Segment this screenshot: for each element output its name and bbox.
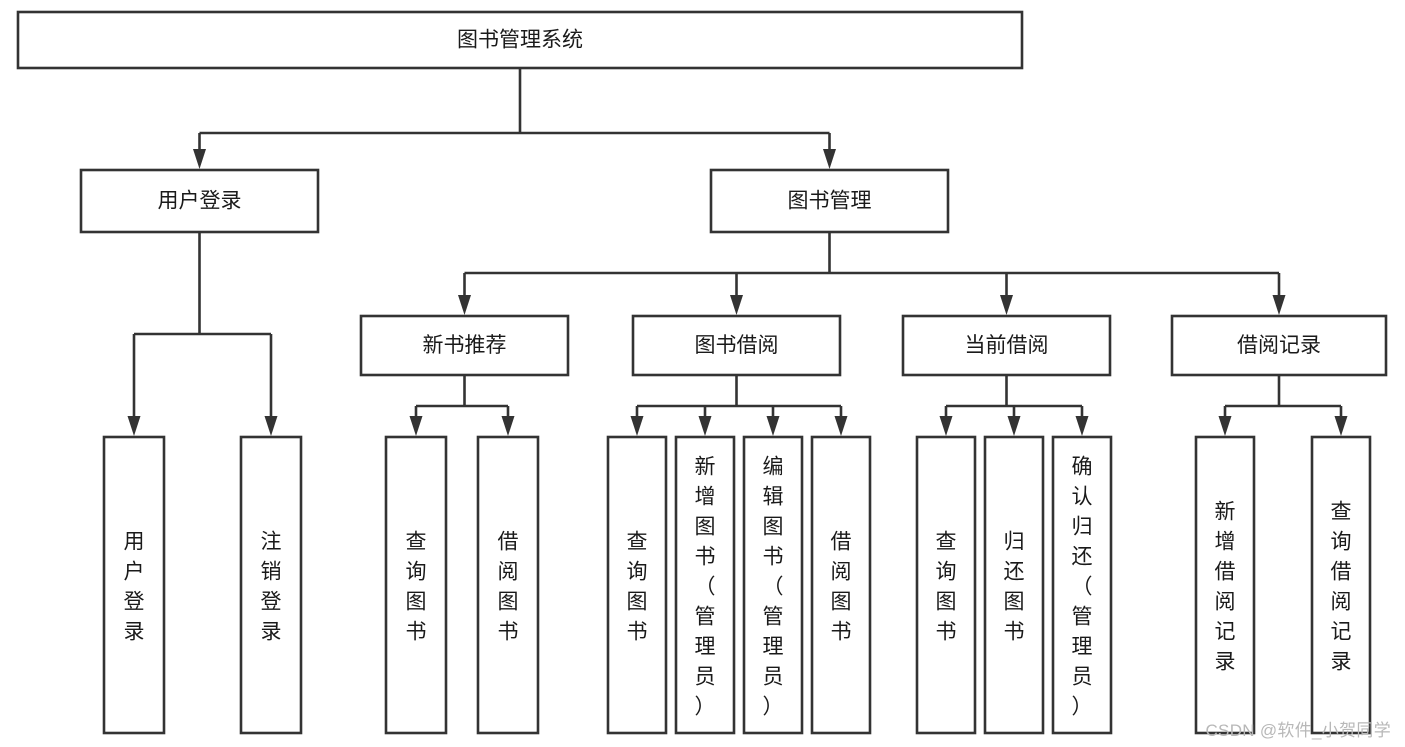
arrow-head-icon <box>630 416 644 436</box>
arrow-head-icon <box>409 416 423 436</box>
node-label-user-login: 用户登录 <box>158 190 242 213</box>
node-leaf-add-book[interactable]: 新增图书（管理员） <box>674 435 736 735</box>
connector-current-borrow <box>939 375 1089 436</box>
connector-book-management <box>458 232 1286 315</box>
arrow-head-icon <box>458 295 471 315</box>
node-box-leaf-query-record <box>1310 435 1372 735</box>
arrow-head-icon <box>264 416 278 436</box>
node-box-leaf-query-book-3 <box>915 435 977 735</box>
node-book-borrow[interactable]: 图书借阅 <box>631 314 842 377</box>
node-label-leaf-add-book: 新增图书（管理员） <box>695 455 716 718</box>
node-label-root: 图书管理系统 <box>457 29 583 52</box>
node-label-leaf-confirm-return: 确认归还（管理员） <box>1072 455 1093 718</box>
node-box-book-borrow <box>631 314 842 377</box>
node-leaf-logout[interactable]: 注销登录 <box>239 435 303 735</box>
node-box-root <box>16 10 1024 70</box>
node-label-book-borrow: 图书借阅 <box>695 334 779 357</box>
node-label-leaf-query-record: 查询借阅记录 <box>1331 500 1352 673</box>
arrow-head-icon <box>698 416 712 436</box>
node-box-book-management <box>709 168 950 234</box>
node-box-leaf-query-book-1 <box>384 435 448 735</box>
connector-user-login <box>127 232 278 436</box>
node-layer: 图书管理系统用户登录图书管理新书推荐图书借阅当前借阅借阅记录用户登录注销登录查询… <box>16 10 1388 735</box>
node-label-leaf-logout: 注销登录 <box>261 530 282 643</box>
arrow-head-icon <box>193 149 206 169</box>
node-box-leaf-return-book <box>983 435 1045 735</box>
node-leaf-query-book-1[interactable]: 查询图书 <box>384 435 448 735</box>
node-leaf-edit-book[interactable]: 编辑图书（管理员） <box>742 435 804 735</box>
arrow-head-icon <box>127 416 141 436</box>
node-label-leaf-query-book-1: 查询图书 <box>406 530 427 643</box>
connector-borrow-records <box>1218 375 1348 436</box>
node-label-leaf-user-login: 用户登录 <box>124 530 145 643</box>
node-label-leaf-query-book-3: 查询图书 <box>936 530 957 643</box>
connector-book-borrow <box>630 375 848 436</box>
arrow-head-icon <box>1000 295 1013 315</box>
node-label-book-management: 图书管理 <box>788 190 872 213</box>
node-leaf-query-book-2[interactable]: 查询图书 <box>606 435 668 735</box>
node-borrow-records[interactable]: 借阅记录 <box>1170 314 1388 377</box>
arrow-head-icon <box>823 149 836 169</box>
arrow-head-icon <box>834 416 848 436</box>
node-leaf-query-book-3[interactable]: 查询图书 <box>915 435 977 735</box>
node-book-management[interactable]: 图书管理 <box>709 168 950 234</box>
node-box-leaf-borrow-book-1 <box>476 435 540 735</box>
connector-root <box>193 68 836 169</box>
node-label-leaf-borrow-book-1: 借阅图书 <box>498 530 519 643</box>
node-leaf-add-record[interactable]: 新增借阅记录 <box>1194 435 1256 735</box>
node-leaf-query-record[interactable]: 查询借阅记录 <box>1310 435 1372 735</box>
arrow-head-icon <box>1218 416 1232 436</box>
node-leaf-user-login[interactable]: 用户登录 <box>102 435 166 735</box>
node-label-leaf-edit-book: 编辑图书（管理员） <box>763 455 784 718</box>
arrow-head-icon <box>1334 416 1348 436</box>
node-label-current-borrow: 当前借阅 <box>965 334 1049 357</box>
connector-layer <box>127 68 1348 436</box>
node-box-leaf-add-record <box>1194 435 1256 735</box>
arrow-head-icon <box>1272 295 1286 315</box>
node-box-user-login <box>79 168 320 234</box>
node-leaf-confirm-return[interactable]: 确认归还（管理员） <box>1051 435 1113 735</box>
arrow-head-icon <box>730 295 743 315</box>
node-user-login[interactable]: 用户登录 <box>79 168 320 234</box>
node-new-book-recommend[interactable]: 新书推荐 <box>359 314 570 377</box>
node-box-leaf-logout <box>239 435 303 735</box>
node-box-leaf-add-book <box>674 435 736 735</box>
node-box-leaf-query-book-2 <box>606 435 668 735</box>
node-box-leaf-user-login <box>102 435 166 735</box>
node-leaf-return-book[interactable]: 归还图书 <box>983 435 1045 735</box>
connector-new-book-recommend <box>409 375 515 436</box>
node-box-borrow-records <box>1170 314 1388 377</box>
arrow-head-icon <box>501 416 515 436</box>
arrow-head-icon <box>1007 416 1021 436</box>
node-current-borrow[interactable]: 当前借阅 <box>901 314 1112 377</box>
node-label-leaf-query-book-2: 查询图书 <box>627 530 648 643</box>
node-leaf-borrow-book-2[interactable]: 借阅图书 <box>810 435 872 735</box>
node-box-current-borrow <box>901 314 1112 377</box>
arrow-head-icon <box>939 416 953 436</box>
node-label-leaf-return-book: 归还图书 <box>1004 530 1025 643</box>
node-leaf-borrow-book-1[interactable]: 借阅图书 <box>476 435 540 735</box>
node-box-new-book-recommend <box>359 314 570 377</box>
node-label-borrow-records: 借阅记录 <box>1237 334 1321 357</box>
arrow-head-icon <box>1075 416 1089 436</box>
node-root[interactable]: 图书管理系统 <box>16 10 1024 70</box>
node-label-new-book-recommend: 新书推荐 <box>423 334 507 357</box>
node-box-leaf-edit-book <box>742 435 804 735</box>
arrow-head-icon <box>766 416 780 436</box>
node-label-leaf-add-record: 新增借阅记录 <box>1215 500 1236 673</box>
node-label-leaf-borrow-book-2: 借阅图书 <box>831 530 852 643</box>
node-box-leaf-confirm-return <box>1051 435 1113 735</box>
node-box-leaf-borrow-book-2 <box>810 435 872 735</box>
